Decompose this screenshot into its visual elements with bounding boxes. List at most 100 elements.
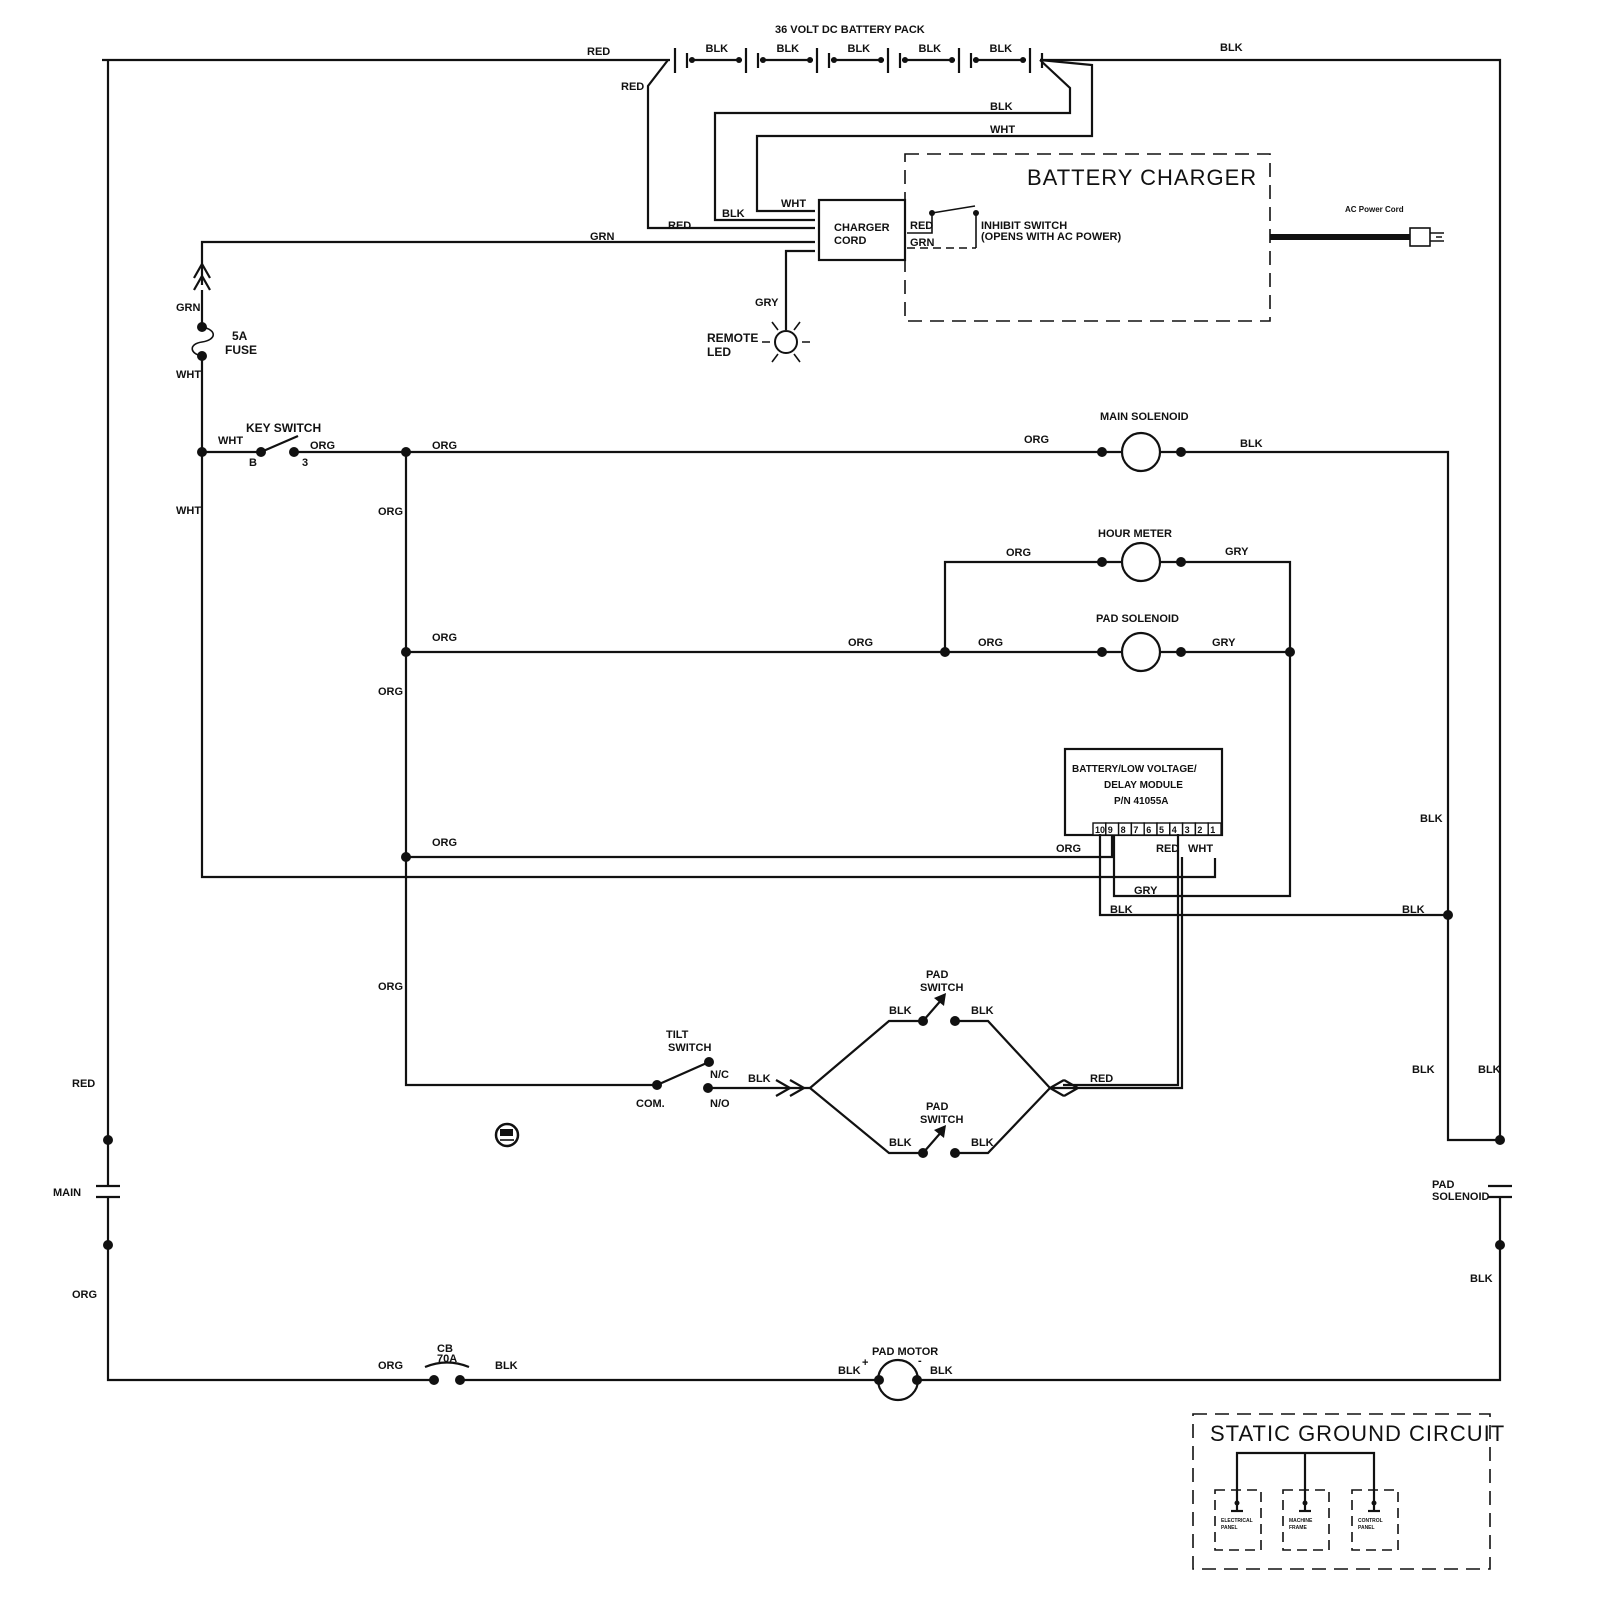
fuse-label: FUSE xyxy=(225,343,257,357)
wire-label: ORG xyxy=(378,981,403,993)
tilt-switch-lever xyxy=(656,1060,710,1087)
wire-org-left xyxy=(106,1197,430,1382)
wire-label: ORG xyxy=(1056,843,1081,855)
main-solenoid: MAIN SOLENOID ORG BLK BLK xyxy=(1024,411,1500,1142)
battery-pack: 36 VOLT DC BATTERY PACK RED BLK BLK BLK BLK… xyxy=(102,24,1502,1140)
wire-label: BLK xyxy=(919,43,942,55)
terminal-label: B xyxy=(249,457,257,469)
wire-gry-hour-meter xyxy=(1102,560,1292,898)
terminal-dot xyxy=(831,57,837,63)
wire-label: RED xyxy=(910,220,933,232)
wire-label: BLK xyxy=(706,43,729,55)
terminal-dot xyxy=(878,57,884,63)
module-label: P/N 41055A xyxy=(1114,796,1168,807)
tilt-com-label: COM. xyxy=(636,1098,665,1110)
wire-label: WHT xyxy=(990,124,1015,136)
pad-solenoid-coil xyxy=(1120,631,1162,673)
inhibit-switch-label: INHIBIT SWITCH xyxy=(981,220,1067,232)
terminal-dot xyxy=(902,57,908,63)
org-bus: ORG ORG ORG ORG ORG ORG ORG ORG xyxy=(294,440,1114,1087)
static-ground-title: STATIC GROUND CIRCUIT xyxy=(1210,1421,1505,1446)
wire-label: ORG xyxy=(432,440,457,452)
wire-label: BLK xyxy=(889,1005,912,1017)
wire-label: GRY xyxy=(1212,637,1236,649)
pad-solenoid-contact-label: SOLENOID xyxy=(1432,1191,1490,1203)
wire-pad-switch-upper xyxy=(809,1019,1051,1089)
wire-pad-switch-lower xyxy=(809,1087,1051,1155)
module-pin-label: 3 xyxy=(1185,825,1190,835)
battery-cell-icon xyxy=(673,48,689,73)
terminal-dot xyxy=(1302,1500,1308,1506)
led-icon xyxy=(774,330,798,354)
wire-label: BLK xyxy=(1478,1064,1501,1076)
module-pin xyxy=(1207,822,1222,836)
terminal-dot xyxy=(1234,1500,1240,1506)
wire-org-vertical xyxy=(404,452,657,1087)
key-switch: WHT KEY SWITCH B 3 ORG xyxy=(202,421,335,469)
module-box xyxy=(1063,747,1224,837)
battery-pack-title: 36 VOLT DC BATTERY PACK xyxy=(775,24,925,36)
ground-symbol-icon xyxy=(494,1122,520,1148)
wire-label: BLK xyxy=(990,43,1013,55)
motor-minus-label: - xyxy=(918,1355,922,1367)
pad-motor: PAD MOTOR + - BLK BLK xyxy=(838,1346,953,1402)
terminal-dot xyxy=(807,57,813,63)
ground-panel-label: FRAME xyxy=(1289,1525,1307,1531)
wire-label: GRY xyxy=(1225,546,1249,558)
wire-label: BLK xyxy=(889,1137,912,1149)
static-ground-circuit: STATIC GROUND CIRCUIT ELECTRICALPANELMAC… xyxy=(1192,1413,1505,1570)
battery-charger: BATTERY CHARGER CHARGER CORD GRN RED GRN… xyxy=(200,153,1444,322)
pad-solenoid-contact-icon xyxy=(1488,1184,1512,1199)
main-contact: RED MAIN ORG xyxy=(53,60,430,1382)
ground-panel-box xyxy=(1351,1489,1399,1551)
module-label: DELAY MODULE xyxy=(1104,780,1183,791)
module-label: BATTERY/LOW VOLTAGE/ xyxy=(1072,764,1197,775)
fuse-icon xyxy=(191,326,215,357)
module-pin-label: 10 xyxy=(1095,825,1105,835)
hour-meter: HOUR METER ORG GRY xyxy=(1006,528,1292,898)
wire-label: ORG xyxy=(848,637,873,649)
wire-label: ORG xyxy=(978,637,1003,649)
tilt-nc-label: N/C xyxy=(710,1069,729,1081)
wire-red-pad-switch xyxy=(1049,857,1184,1097)
charger-cord-block xyxy=(817,198,907,262)
pad-switch-arrow-icon xyxy=(934,1125,946,1138)
wire-label: ORG xyxy=(378,1360,403,1372)
module-pin-label: 6 xyxy=(1146,825,1151,835)
hour-meter-coil xyxy=(1120,541,1162,583)
wire-label: GRN xyxy=(590,231,615,243)
wire-label: WHT xyxy=(1188,843,1213,855)
remote-led: GRY REMOTE LED xyxy=(707,249,815,363)
pad-switch-label: SWITCH xyxy=(920,982,963,994)
pad-switch-label: PAD xyxy=(926,969,948,981)
wire-org-hour-meter xyxy=(943,560,1100,652)
pad-switch-label: SWITCH xyxy=(920,1114,963,1126)
ac-cord-label: AC Power Cord xyxy=(1345,205,1404,214)
tilt-nc-terminal xyxy=(704,1057,714,1067)
fuse: GRN 5A FUSE WHT WHT xyxy=(176,261,1217,879)
wire-label: ORG xyxy=(378,686,403,698)
terminal-dot xyxy=(949,57,955,63)
wire-blk-right xyxy=(1040,58,1502,1140)
module-pin-label: 5 xyxy=(1159,825,1164,835)
wire-label: BLK xyxy=(777,43,800,55)
battery-cell-icon xyxy=(744,48,760,73)
wire-label: WHT xyxy=(176,505,201,517)
terminal-dot xyxy=(760,57,766,63)
cb-label: 70A xyxy=(437,1353,457,1365)
connector-icon xyxy=(775,1079,807,1097)
wire-label: ORG xyxy=(1006,547,1031,559)
wire-label: BLK xyxy=(990,101,1013,113)
key-switch-lever xyxy=(260,434,299,454)
wire-label: BLK xyxy=(971,1005,994,1017)
main-solenoid-label: MAIN SOLENOID xyxy=(1100,411,1189,423)
wire-blk-right-lower xyxy=(918,1197,1502,1382)
wire-blk-main-solenoid xyxy=(1102,450,1500,1142)
wire-blk-charger xyxy=(713,59,1072,222)
terminal-label: 3 xyxy=(302,457,308,469)
pad-motor-label: PAD MOTOR xyxy=(872,1346,938,1358)
fuse-label: 5A xyxy=(232,329,248,343)
terminal-dot xyxy=(689,57,695,63)
wire-label: RED xyxy=(668,220,691,232)
